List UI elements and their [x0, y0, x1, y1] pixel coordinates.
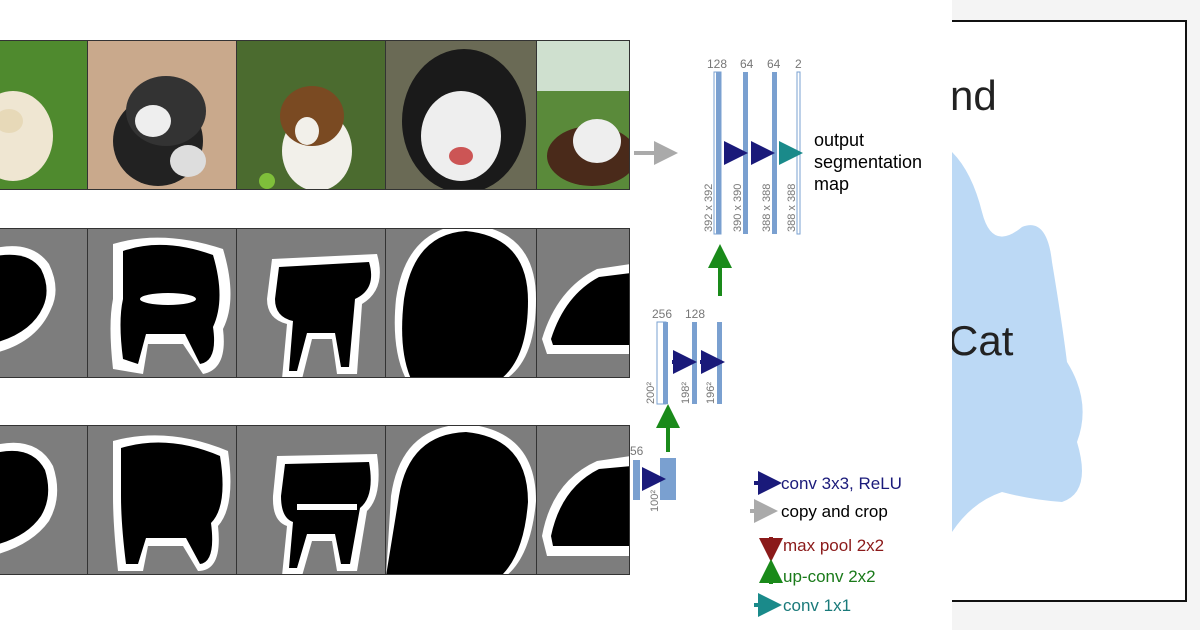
mask-5: [536, 228, 630, 378]
image-frame: nd Cat: [952, 20, 1187, 602]
dog-photo-4: [385, 40, 537, 190]
feature-map-layer: [663, 322, 668, 404]
label-cat: Cat: [952, 317, 1013, 365]
feature-map-layer: [692, 322, 697, 404]
output-label-line2: segmentation: [814, 152, 922, 172]
mask-1: [0, 228, 88, 378]
legend-conv1x1-label: conv 1x1: [783, 596, 851, 615]
feature-map-layer: [633, 460, 640, 500]
mid-layer-block: 256 128 200² 198² 196²: [645, 307, 722, 404]
segmentation-examples-grid: [0, 0, 630, 630]
dog-photo-5: [536, 40, 630, 190]
low-layer-block: 56 100²: [630, 444, 676, 512]
legend-conv-label: conv 3x3, ReLU: [781, 474, 902, 493]
pred-mask-1: [0, 425, 88, 575]
mask-3: [236, 228, 386, 378]
dim-label: 388 x 388: [786, 184, 798, 232]
legend-maxpool-label: max pool 2x2: [783, 536, 884, 555]
dog-photo-2: [87, 40, 237, 190]
unet-diagram: 128 64 64 2 392 x 392 390 x 390 388 x 38…: [630, 0, 952, 630]
output-label-line1: output: [814, 130, 864, 150]
output-label-line3: map: [814, 174, 849, 194]
dim-label: 100²: [649, 490, 661, 512]
dim-label: 198²: [680, 382, 692, 404]
channel-label: 64: [767, 57, 781, 71]
channel-label: 128: [685, 307, 705, 321]
pred-mask-5: [536, 425, 630, 575]
label-background-partial: nd: [952, 72, 997, 120]
feature-map-layer: [716, 72, 721, 234]
legend-upconv-label: up-conv 2x2: [783, 567, 876, 586]
legend-copy-label: copy and crop: [781, 502, 888, 521]
channel-label: 64: [740, 57, 754, 71]
pred-mask-2: [87, 425, 237, 575]
dog-photo-1: [0, 40, 88, 190]
channel-label: 128: [707, 57, 727, 71]
top-layer-block: 128 64 64 2 392 x 392 390 x 390 388 x 38…: [634, 57, 922, 234]
legend: conv 3x3, ReLU copy and crop max pool 2x…: [750, 474, 902, 615]
mask-4: [385, 228, 537, 378]
channel-label: 256: [652, 307, 672, 321]
feature-map-layer: [717, 322, 722, 404]
channel-label: 2: [795, 57, 802, 71]
pred-mask-4: [385, 425, 537, 575]
dim-label: 390 x 390: [732, 184, 744, 232]
dim-label: 392 x 392: [703, 184, 715, 232]
dog-photo-3: [236, 40, 386, 190]
dim-label: 196²: [705, 382, 717, 404]
dim-label: 200²: [645, 382, 657, 404]
dim-label: 388 x 388: [761, 184, 773, 232]
mask-2: [87, 228, 237, 378]
feature-map-layer: [660, 458, 676, 500]
cat-segmentation-panel: nd Cat: [952, 0, 1200, 630]
channel-label: 56: [630, 444, 644, 458]
pred-mask-3: [236, 425, 386, 575]
